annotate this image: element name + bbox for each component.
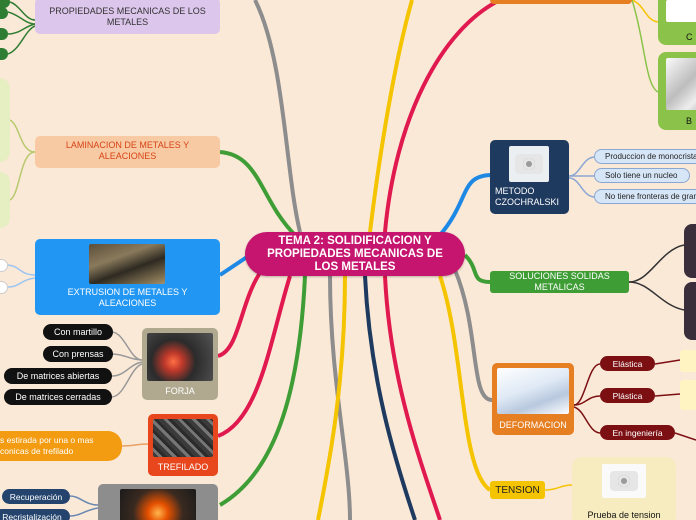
trefilado-note[interactable]: s estirada por una o mas conicas de tref… [0, 431, 122, 461]
deformacion-photo [497, 368, 569, 414]
laminacion-label: LAMINACION DE METALES Y ALEACIONES [65, 140, 190, 161]
top-right-photo-b [666, 58, 696, 110]
propiedades-label: PROPIEDADES MECANICAS DE LOS METALES [49, 6, 206, 27]
soluciones-label: SOLUCIONES SOLIDAS METALICAS [509, 271, 610, 292]
extrusion-photo [89, 244, 165, 284]
czochralski-item-label: Produccion de monocristales [605, 152, 696, 161]
extrusion-node[interactable]: EXTRUSION DE METALES Y ALEACIONES [35, 239, 220, 315]
czochralski-item-label: No tiene fronteras de grano [605, 192, 696, 201]
deformacion-item-ingenieria[interactable]: En ingeniería [600, 425, 675, 440]
recocido-item-label: Recuperación [9, 491, 63, 502]
extrusion-leaf-dot[interactable] [0, 281, 8, 294]
prueba-tension-placeholder [602, 464, 646, 498]
czochralski-label: METODO CZOCHRALSKI [495, 186, 560, 207]
central-topic-label: TEMA 2: SOLIDIFICACION Y PROPIEDADES MEC… [267, 234, 443, 273]
central-topic[interactable]: TEMA 2: SOLIDIFICACION Y PROPIEDADES MEC… [245, 232, 465, 276]
czochralski-item-fronteras[interactable]: No tiene fronteras de grano [594, 189, 696, 204]
tension-label: TENSION [495, 484, 540, 496]
czochralski-photo-placeholder [509, 146, 549, 182]
tension-node[interactable]: TENSION [490, 481, 545, 499]
recocido-photo [120, 489, 196, 520]
laminacion-subnode[interactable] [0, 172, 10, 228]
top-right-label-c: C [686, 32, 693, 42]
forja-item-label: De matrices abiertas [16, 371, 100, 381]
recocido-item-recuperacion[interactable]: Recuperación [2, 489, 70, 504]
forja-item-abiertas[interactable]: De matrices abiertas [4, 368, 112, 384]
forja-node[interactable]: FORJA [142, 328, 218, 400]
forja-item-martillo[interactable]: Con martillo [43, 324, 113, 340]
trefilado-node[interactable]: TREFILADO [148, 414, 218, 476]
propiedades-leaf-dot[interactable] [0, 28, 8, 40]
recocido-item-label: Recristalización [2, 511, 62, 520]
propiedades-leaf-dot[interactable] [0, 7, 8, 19]
soluciones-node[interactable]: SOLUCIONES SOLIDAS METALICAS [490, 271, 629, 293]
deformacion-item-plastica[interactable]: Plástica [600, 388, 655, 403]
deformacion-label: DEFORMACION [499, 420, 567, 430]
trefilado-note-text: s estirada por una o mas conicas de tref… [0, 435, 94, 456]
soluciones-subnode[interactable] [684, 224, 696, 278]
recocido-node[interactable] [98, 484, 218, 520]
propiedades-leaf-dot[interactable] [0, 0, 10, 8]
trefilado-photo [153, 419, 213, 457]
deformacion-item-elastica[interactable]: Elástica [600, 356, 655, 371]
recocido-item-recristalizacion[interactable]: Recristalización [0, 509, 70, 520]
camera-icon [610, 471, 638, 491]
prueba-tension-node[interactable]: Prueba de tension [572, 457, 676, 520]
deformacion-detail[interactable] [680, 380, 696, 410]
deformacion-item-label: En ingeniería [612, 427, 663, 438]
deformacion-node[interactable]: DEFORMACION [492, 363, 574, 435]
propiedades-leaf-dot[interactable] [0, 48, 8, 60]
czochralski-item-label: Solo tiene un nucleo [605, 171, 678, 180]
forja-item-label: De matrices cerradas [15, 392, 101, 402]
top-orange-node[interactable] [490, 0, 632, 4]
propiedades-node[interactable]: PROPIEDADES MECANICAS DE LOS METALES [35, 0, 220, 34]
forja-item-label: Con prensas [52, 349, 104, 359]
forja-label: FORJA [165, 386, 195, 396]
laminacion-subnode[interactable] [0, 78, 10, 162]
forja-photo [147, 333, 213, 381]
czochralski-item-produccion[interactable]: Produccion de monocristales [594, 149, 696, 164]
deformacion-item-label: Elástica [612, 358, 643, 369]
extrusion-leaf-dot[interactable] [0, 259, 8, 272]
extrusion-label: EXTRUSION DE METALES Y ALEACIONES [67, 287, 188, 308]
trefilado-label: TREFILADO [157, 462, 209, 472]
prueba-tension-label: Prueba de tension [587, 510, 661, 520]
top-right-photo-c [666, 0, 696, 22]
forja-item-prensas[interactable]: Con prensas [43, 346, 113, 362]
top-right-card-b[interactable]: B [658, 52, 696, 130]
forja-item-cerradas[interactable]: De matrices cerradas [4, 389, 112, 405]
czochralski-node[interactable]: METODO CZOCHRALSKI [490, 140, 569, 214]
camera-icon [515, 154, 543, 174]
deformacion-detail[interactable] [680, 350, 696, 372]
top-right-label-b: B [686, 116, 693, 126]
deformacion-item-label: Plástica [612, 390, 643, 401]
forja-item-label: Con martillo [53, 327, 102, 337]
top-right-card-c[interactable]: C [658, 0, 696, 45]
laminacion-node[interactable]: LAMINACION DE METALES Y ALEACIONES [35, 136, 220, 168]
soluciones-subnode[interactable] [684, 282, 696, 340]
czochralski-item-nucleo[interactable]: Solo tiene un nucleo [594, 168, 690, 183]
